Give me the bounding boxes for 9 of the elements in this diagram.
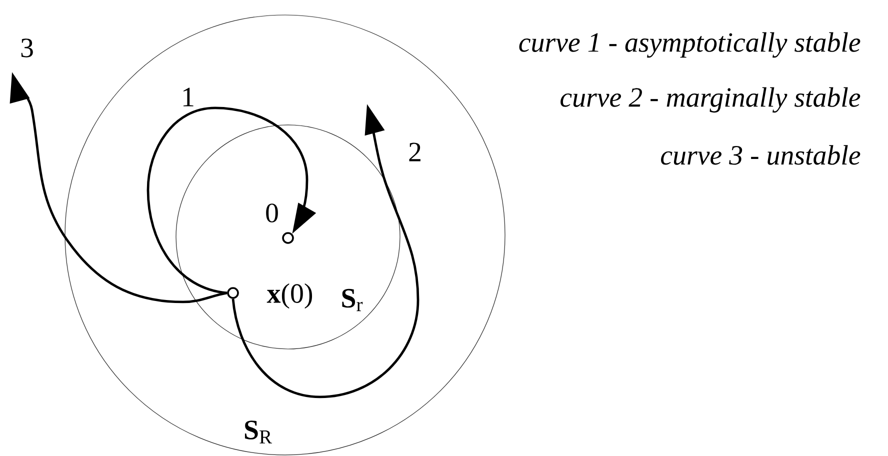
curve-number: 1 (183, 88, 194, 106)
trajectory-arrow (146, 106, 316, 294)
curve-number: 3 (21, 38, 33, 58)
legend-text: curve 2 - marginally stable (560, 87, 860, 113)
point-label: x(0) (266, 283, 312, 309)
legend-text: curve 3 - unstable (661, 145, 860, 165)
point-label: 0 (266, 204, 278, 222)
legend-text: curve 1 - asymptotically stable (519, 32, 860, 58)
curve-number: 2 (409, 142, 420, 162)
